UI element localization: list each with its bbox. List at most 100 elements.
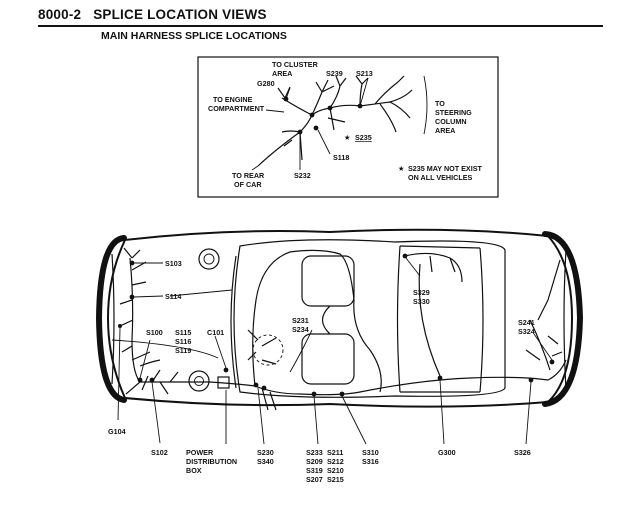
c101-label: C101 — [207, 328, 224, 337]
s118-label: S118 — [333, 153, 349, 162]
to-steering-line-3: COLUMN — [435, 117, 467, 126]
g104-label: G104 — [108, 427, 126, 436]
s239-splice — [327, 105, 333, 111]
s213-label: S213 — [356, 69, 373, 78]
steering-branches — [247, 329, 277, 365]
inset-branch-g280 — [277, 86, 291, 99]
s102-label: S102 — [151, 448, 168, 457]
s100-label: S100 — [146, 328, 163, 337]
s118-leader — [317, 129, 331, 155]
s326-splice — [528, 377, 534, 383]
s310-label: S310 — [362, 448, 379, 457]
g280-leader — [285, 87, 291, 100]
rear-leader — [251, 165, 259, 171]
console-curve — [321, 305, 331, 335]
rear-seat-back — [396, 245, 401, 393]
s230-splice — [253, 382, 259, 388]
inset-branch-s118 — [327, 107, 346, 131]
g300-leader — [439, 379, 445, 445]
to-engine-line-1: TO ENGINE — [213, 95, 253, 104]
rear-panel-line — [563, 249, 567, 391]
power-dist-line-3: BOX — [186, 466, 202, 475]
front-harness-branches — [119, 247, 179, 395]
inset-frame — [197, 56, 499, 198]
s330-label: S330 — [413, 297, 430, 306]
trunk-harness — [525, 319, 563, 371]
s115-leader — [111, 339, 219, 359]
s207-label: S207 — [306, 475, 323, 484]
s329-leader — [405, 257, 421, 277]
power-dist-line-2: DISTRIBUTION — [186, 457, 237, 466]
note-line-2: ON ALL VEHICLES — [408, 173, 472, 182]
s241-leader — [533, 333, 553, 361]
to-engine-line-2: COMPARTMENT — [208, 104, 265, 113]
steering-bracket — [423, 75, 428, 135]
s235-label: S235 — [355, 133, 372, 142]
s231-label: S231 — [292, 316, 309, 325]
c101-leader — [214, 335, 227, 369]
s329-splice — [402, 253, 408, 259]
s233-leader — [313, 395, 319, 445]
s102-leader — [151, 381, 161, 444]
s234-label: S234 — [292, 325, 309, 334]
s239-label: S239 — [326, 69, 343, 78]
s230-leader — [257, 387, 265, 445]
brake-reservoir — [188, 370, 210, 392]
front-seat-left — [301, 255, 355, 307]
s233-splice — [311, 391, 317, 397]
g280-label: G280 — [257, 79, 275, 88]
s230-label: S230 — [257, 448, 274, 457]
inset-harness-trunk — [257, 101, 391, 167]
s114-leader — [133, 295, 164, 298]
s115-label: S115 — [175, 328, 191, 337]
note-line-1: S235 MAY NOT EXIST — [408, 164, 483, 173]
g300-ground — [437, 375, 443, 381]
s340-label: S340 — [257, 457, 274, 466]
page-header: 8000-2 SPLICE LOCATION VIEWS — [38, 7, 267, 22]
power-dist-line-1: POWER — [186, 448, 214, 457]
rear-seat-edges — [399, 245, 481, 393]
inset-branch-cluster-left — [311, 79, 335, 116]
page-subtitle: MAIN HARNESS SPLICE LOCATIONS — [101, 30, 287, 42]
s102-splice — [149, 377, 155, 383]
reservoir-cap — [203, 253, 215, 265]
s103-label: S103 — [165, 259, 182, 268]
to-cluster-line-1: TO CLUSTER — [272, 60, 319, 69]
inset-branch-steering — [374, 75, 413, 133]
g104-ground — [118, 324, 122, 328]
s119-label: S119 — [175, 346, 191, 355]
brake-reservoir-cap — [194, 376, 204, 386]
s215-label: S215 — [327, 475, 344, 484]
s316-label: S316 — [362, 457, 379, 466]
trunk-harness-upper — [537, 259, 561, 321]
s232-splice — [297, 129, 303, 135]
s114-label: S114 — [165, 292, 181, 301]
engine-leader — [265, 109, 285, 113]
splice-dot — [309, 112, 315, 118]
section-number: 8000-2 — [38, 7, 82, 22]
windshield-line — [230, 255, 237, 389]
s114-splice — [129, 294, 135, 300]
s232-label: S232 — [294, 171, 311, 180]
car-diagram: S103 S114 S100 S115 S116 S119 C101 S231 … — [95, 228, 584, 484]
front-bumper — [95, 235, 127, 403]
fluid-reservoir — [198, 248, 220, 270]
s233-label: S233 — [306, 448, 323, 457]
to-steering-line-1: TO — [435, 99, 445, 108]
cabin-outline — [233, 239, 506, 398]
s326-label: S326 — [514, 448, 531, 457]
cabin-harness-loop — [252, 249, 382, 393]
s324-label: S324 — [518, 327, 535, 336]
s241-label: S241 — [518, 318, 535, 327]
inset-branch-s213 — [355, 75, 369, 107]
s100-leader — [139, 339, 151, 379]
front-grille-line — [111, 253, 115, 385]
rear-harness-branch — [404, 252, 463, 283]
to-steering-line-4: AREA — [435, 126, 455, 135]
c101-connector — [223, 367, 229, 373]
inset-branch-cluster-mid — [329, 75, 347, 109]
s340-splice — [261, 385, 267, 391]
to-cluster-line-2: AREA — [272, 69, 292, 78]
s116-label: S116 — [175, 337, 191, 346]
